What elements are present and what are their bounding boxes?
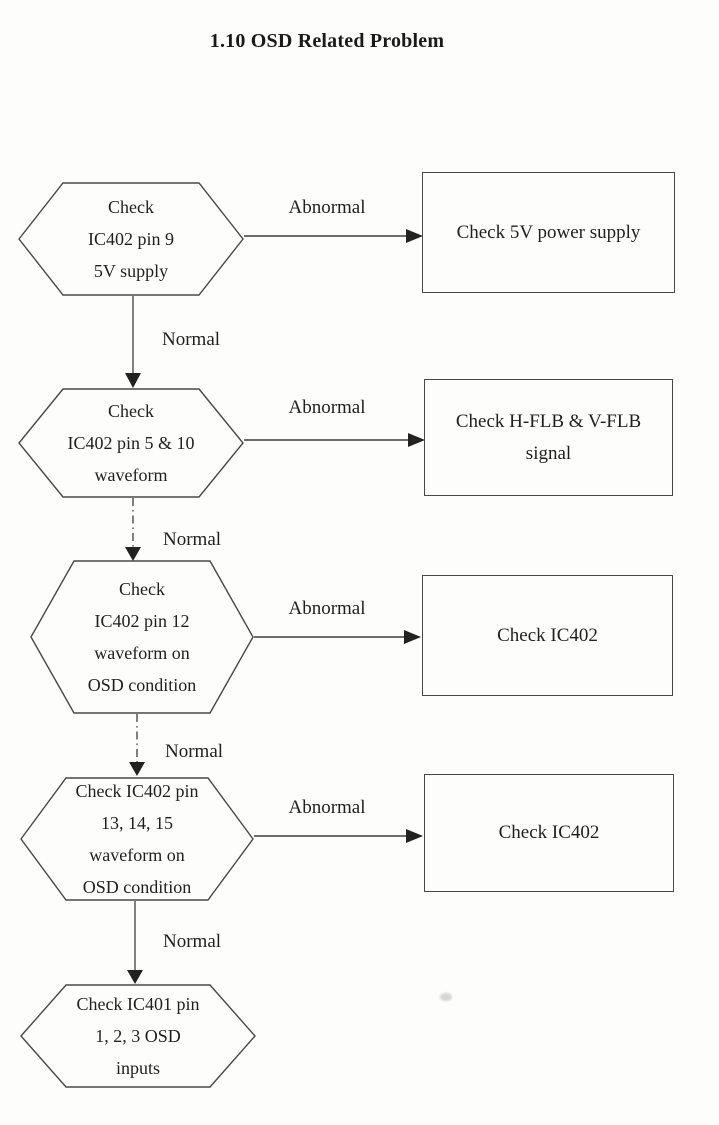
node-text-line: inputs [115,1058,160,1078]
edge-label-normal-3: Normal [165,741,224,762]
node-text-line: Check IC402 [498,822,600,843]
action-check-ic402-a: Check IC402 [422,575,673,696]
node-text-line: IC402 pin 9 [87,229,174,249]
hexagon-outline [30,560,254,714]
node-text-line: Check 5V power supply [456,221,641,243]
action-check-5v-power-supply: Check 5V power supply [422,172,675,293]
arrow-abnormal-1 [244,229,423,243]
hexagon-outline [18,388,244,498]
node-text-line: Check IC402 pin [75,781,199,801]
decision-check-ic401-osd-inputs: Check IC401 pin 1, 2, 3 OSD inputs [20,984,256,1088]
edge-label-normal-1: Normal [162,329,221,350]
node-text-line: waveform on [89,845,185,865]
node-text-line: waveform on [94,643,190,663]
node-text-line: Check [119,579,165,599]
node-text-line: Check [108,197,154,217]
hexagon-outline [20,984,256,1088]
arrow-normal-4 [127,901,143,984]
arrow-normal-3 [129,714,145,776]
edge-label-abnormal-1: Abnormal [288,197,366,218]
decision-check-ic402-pin13-14-15-waveform: Check IC402 pin 13, 14, 15 waveform on O… [20,777,254,901]
decision-check-ic402-pin12-waveform: Check IC402 pin 12 waveform on OSD condi… [30,560,254,714]
node-text-line: waveform [94,465,168,485]
hexagon-outline [18,182,244,296]
edge-label-abnormal-2: Abnormal [288,397,366,418]
node-text-line: Check IC402 [497,624,598,646]
edge-label-abnormal-3: Abnormal [288,598,366,619]
decision-check-ic402-pin9-5v: Check IC402 pin 9 5V supply [18,182,244,296]
arrow-abnormal-4 [254,829,423,843]
arrow-normal-2 [125,498,141,561]
page-title: 1.10 OSD Related Problem [209,30,445,52]
arrow-abnormal-3 [254,630,421,644]
node-text-line: OSD condition [82,877,192,897]
scan-artifact-mark [440,993,452,1001]
edge-label-normal-2: Normal [163,529,222,550]
hexagon-outline [20,777,254,901]
node-text-line: OSD condition [87,675,197,695]
node-text-line: signal [525,442,572,464]
decision-check-ic402-pin5-10-waveform: Check IC402 pin 5 & 10 waveform [18,388,244,498]
edge-label-normal-4: Normal [163,931,222,952]
arrow-normal-1 [125,296,141,388]
edge-label-abnormal-4: Abnormal [288,797,366,818]
node-text-line: 13, 14, 15 [101,813,173,833]
action-check-hflb-vflb-signal: Check H-FLB & V-FLB signal [424,379,673,496]
node-text-line: Check [108,401,154,421]
arrow-abnormal-2 [244,433,425,447]
node-text-line: 5V supply [93,261,169,281]
node-text-line: IC402 pin 5 & 10 [67,433,195,453]
node-text-line: IC402 pin 12 [94,611,190,631]
node-text-line: 1, 2, 3 OSD [95,1026,181,1046]
action-check-ic402-b: Check IC402 [424,774,674,892]
node-text-line: Check IC401 pin [76,994,200,1014]
node-text-line: Check H-FLB & V-FLB [455,410,642,432]
